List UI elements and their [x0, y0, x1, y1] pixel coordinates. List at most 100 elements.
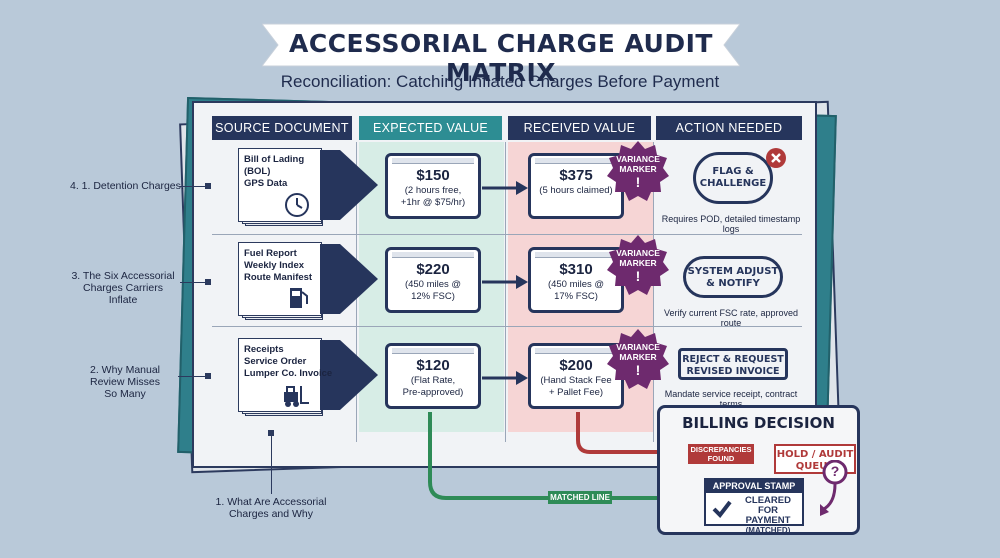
connector-dot	[205, 279, 211, 285]
side-label-line: Review Misses	[89, 376, 160, 388]
stamp-line: REVISED INVOICE	[686, 366, 780, 377]
expected-amount: $120	[416, 357, 450, 374]
variance-badge-icon	[607, 235, 669, 295]
connector-line	[271, 432, 272, 494]
received-amount: $200	[559, 357, 593, 374]
doc-line: Bill of Lading	[244, 154, 305, 165]
connector-dot	[268, 430, 274, 436]
doc-line: (BOL)	[244, 166, 271, 177]
doc-line: Receipts	[244, 344, 284, 355]
variance-badge-icon	[607, 141, 669, 201]
received-value-row-2: $310 (450 miles @ 17% FSC)	[528, 247, 624, 313]
received-note: (Hand Stack Fee	[540, 375, 612, 386]
title-banner: ACCESSORIAL CHARGE AUDIT MATRIX	[262, 20, 740, 87]
expected-note: +1hr @ $75/hr)	[400, 197, 466, 208]
exclamation-icon: !	[635, 362, 641, 378]
expected-value-row-3: $120 (Flat Rate, Pre-approved)	[385, 343, 481, 409]
grid-line	[212, 326, 802, 327]
side-label-line: 3. The Six Accessorial	[71, 270, 175, 282]
column-header-source: SOURCE DOCUMENT	[212, 116, 352, 140]
doc-line: Weekly Index	[244, 260, 305, 271]
expected-note: (2 hours free,	[404, 185, 462, 196]
received-note: (450 miles @	[547, 279, 605, 290]
stamp-line: & NOTIFY	[706, 278, 760, 289]
row-arrow	[320, 340, 378, 410]
row-arrow	[320, 244, 378, 314]
stamp-line: REJECT & REQUEST	[682, 354, 784, 365]
page-title: ACCESSORIAL CHARGE AUDIT MATRIX	[289, 29, 713, 87]
marker-label: VARIANCE	[616, 248, 660, 258]
compare-arrow	[482, 181, 528, 195]
action-stamp-flag-challenge: FLAG & CHALLENGE	[693, 152, 773, 204]
side-label-row-3: 2. Why Manual Review Misses So Many	[70, 364, 180, 400]
stamp-line: CHALLENGE	[699, 178, 767, 189]
expected-amount: $150	[416, 167, 450, 184]
doc-line: GPS Data	[244, 178, 288, 189]
approval-line: (MATCHED)	[745, 526, 791, 535]
exclamation-icon: !	[635, 174, 641, 190]
doc-line: Service Order	[244, 356, 307, 367]
clock-icon	[285, 193, 309, 217]
billing-title: BILLING DECISION	[682, 414, 835, 432]
marker-label: MARKER	[619, 352, 657, 362]
marker-label: VARIANCE	[616, 154, 660, 164]
discrepancies-label: DISCREPANCIES FOUND	[688, 444, 754, 464]
action-note-row-3: Mandate service receipt, contract terms	[664, 389, 798, 409]
received-note: 17% FSC)	[554, 291, 598, 302]
stamp-line: FLAG &	[712, 166, 754, 177]
expected-note: Pre-approved)	[402, 387, 464, 398]
compare-arrow	[482, 371, 528, 385]
connector-line	[180, 282, 208, 283]
grid-line	[212, 234, 802, 235]
column-header-received: RECEIVED VALUE	[508, 116, 651, 140]
column-header-expected: EXPECTED VALUE	[359, 116, 502, 140]
forklift-icon	[284, 386, 309, 407]
grid-line	[505, 142, 506, 442]
column-header-action: ACTION NEEDED	[656, 116, 802, 140]
expected-value-row-1: $150 (2 hours free, +1hr @ $75/hr)	[385, 153, 481, 219]
question-icon	[820, 460, 848, 516]
doc-line: Route Manifest	[244, 272, 313, 283]
connector-line	[180, 186, 208, 187]
page-subtitle: Reconciliation: Catching Inflated Charge…	[280, 72, 720, 91]
expected-amount: $220	[416, 261, 450, 278]
expected-note: (Flat Rate,	[410, 375, 456, 386]
bottom-label: 1. What Are Accessorial Charges and Why	[206, 496, 336, 520]
side-label-line: Inflate	[108, 294, 138, 306]
fuel-pump-icon	[290, 288, 308, 308]
variance-badge-icon	[607, 329, 669, 389]
source-document-row-3: Receipts Service Order Lumper Co. Invoic…	[238, 338, 333, 416]
received-amount: $375	[559, 167, 593, 184]
action-note-row-1: Requires POD, detailed timestamp logs	[661, 214, 801, 234]
grid-line	[653, 142, 654, 442]
compare-arrow	[482, 275, 528, 289]
side-label-line: So Many	[104, 388, 146, 400]
bottom-label-line: Charges and Why	[228, 508, 314, 520]
received-amount: $310	[559, 261, 593, 278]
side-label-line: 2. Why Manual	[89, 364, 161, 376]
marker-label: MARKER	[619, 164, 657, 174]
side-label-row-1: 4. 1. Detention Charges.	[70, 180, 184, 192]
marker-label: VARIANCE	[616, 342, 660, 352]
connector-dot	[205, 183, 211, 189]
doc-line: Fuel Report	[244, 248, 297, 259]
received-note: (5 hours claimed)	[539, 185, 613, 196]
approval-header: APPROVAL STAMP	[706, 480, 802, 493]
action-stamp-reject-request: REJECT & REQUEST REVISED INVOICE	[678, 348, 788, 380]
checkmark-icon	[712, 500, 732, 518]
bottom-label-line: 1. What Are Accessorial	[215, 496, 327, 508]
hold-line: QUEUE	[795, 461, 835, 472]
stamp-line: SYSTEM ADJUST	[687, 266, 779, 277]
connector-line	[178, 376, 208, 377]
approval-stamp: APPROVAL STAMP CLEARED FOR PAYMENT (MATC…	[704, 478, 804, 535]
matched-line-label: MATCHED LINE	[548, 491, 612, 504]
side-label-row-2: 3. The Six Accessorial Charges Carriers …	[62, 270, 184, 306]
billing-decision-panel: BILLING DECISION HOLD / AUDIT QUEUE APPR…	[657, 405, 860, 535]
row-arrow	[320, 150, 378, 220]
received-value-row-1: $375 (5 hours claimed)	[528, 153, 624, 219]
expected-value-row-2: $220 (450 miles @ 12% FSC)	[385, 247, 481, 313]
action-note-row-2: Verify current FSC rate, approved route	[663, 308, 799, 328]
expected-note: (450 miles @	[404, 279, 462, 290]
